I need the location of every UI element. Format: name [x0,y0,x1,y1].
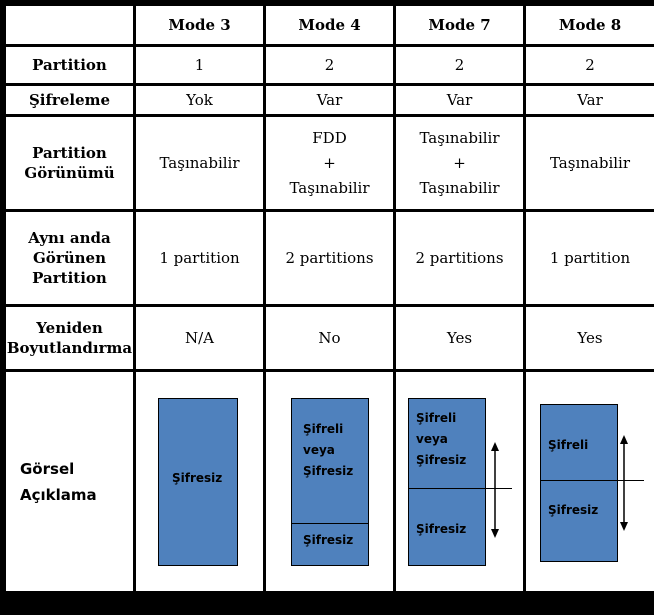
row-label-yeniden-line1: Yeniden [36,319,103,337]
sifreleme-mode-3: Yok [136,86,263,114]
resize-arrow-icon-mode-7 [491,442,499,538]
corner-cell [6,6,133,44]
row-yeniden: Yeniden Boyutlandırma N/A No Yes Yes [6,307,654,369]
gorunum-mode-4-line1: FDD [312,128,347,147]
gorunum-mode-8: Taşınabilir [526,117,654,209]
yeniden-mode-4: No [266,307,393,369]
partition-mode-3: 1 [136,47,263,83]
ayni-anda-mode-3: 1 partition [136,212,263,304]
sifreleme-mode-8: Var [526,86,654,114]
sifreleme-mode-4: Var [266,86,393,114]
gorsel-mode-3: Şifresiz [136,372,263,591]
row-label-gorsel: Görsel Açıklama [6,372,133,591]
row-label-gorsel-line1: Görsel [20,459,75,478]
top-segment-line1-mode-4: Şifreli [303,422,344,436]
row-gorunum: Partition Görünümü Taşınabilir FDD + Taş… [6,117,654,209]
row-label-gorunum-line2: Görünümü [24,164,115,182]
top-segment-label-mode-4: Şifreli veya Şifresiz [303,419,353,482]
yeniden-mode-8: Yes [526,307,654,369]
header-mode-3: Mode 3 [136,6,263,44]
row-ayni-anda: Aynı anda Görünen Partition 1 partition … [6,212,654,304]
partition-divider-mode-4 [291,523,369,524]
header-mode-8: Mode 8 [526,6,654,44]
gorunum-mode-7-line3: Taşınabilir [419,178,500,197]
partition-label-mode-3: Şifresiz [172,471,223,485]
partition-divider-mode-8 [540,480,644,481]
row-label-yeniden-line2: Boyutlandırma [6,339,133,357]
yeniden-mode-3: N/A [136,307,263,369]
row-gorsel: Görsel Açıklama Şifresiz Şifreli veya Şi… [6,372,654,591]
top-segment-line3-mode-4: Şifresiz [303,464,354,478]
resize-arrow-icon-mode-8 [620,435,628,531]
header-mode-7: Mode 7 [396,6,523,44]
row-label-partition: Partition [6,47,133,83]
gorsel-mode-4: Şifreli veya Şifresiz Şifresiz [266,372,393,591]
row-label-gorsel-line2: Açıklama [20,485,97,504]
top-segment-label-mode-7: Şifreli veya Şifresiz [416,408,466,471]
diagram-mode-4: Şifreli veya Şifresiz Şifresiz [266,372,393,591]
row-label-ayni-anda-line1: Aynı anda [28,229,111,247]
bottom-segment-label-mode-8: Şifresiz [548,503,599,517]
gorunum-mode-4-line2: + [323,153,336,172]
ayni-anda-mode-8: 1 partition [526,212,654,304]
partition-mode-8: 2 [526,47,654,83]
gorunum-mode-3: Taşınabilir [136,117,263,209]
partition-box-mode-3 [158,398,238,566]
top-segment-label-mode-8: Şifreli [548,438,589,452]
row-partition: Partition 1 2 2 2 [6,47,654,83]
ayni-anda-mode-7: 2 partitions [396,212,523,304]
partition-box-mode-7 [408,398,486,566]
sifreleme-mode-7: Var [396,86,523,114]
gorunum-mode-7: Taşınabilir + Taşınabilir [396,117,523,209]
gorunum-mode-4-line3: Taşınabilir [289,178,370,197]
row-label-gorunum-line1: Partition [32,144,107,162]
yeniden-mode-7: Yes [396,307,523,369]
ayni-anda-mode-4: 2 partitions [266,212,393,304]
bottom-segment-label-mode-7: Şifresiz [416,522,467,536]
gorsel-mode-7: Şifreli veya Şifresiz Şifresiz [396,372,523,591]
partition-mode-4: 2 [266,47,393,83]
gorunum-mode-7-line1: Taşınabilir [419,128,500,147]
gorunum-mode-4: FDD + Taşınabilir [266,117,393,209]
row-label-ayni-anda: Aynı anda Görünen Partition [6,212,133,304]
gorunum-mode-7-line2: + [453,153,466,172]
partition-box-mode-8 [540,404,618,562]
partition-mode-7: 2 [396,47,523,83]
row-label-yeniden: Yeniden Boyutlandırma [6,307,133,369]
top-segment-line1-mode-7: Şifreli [416,411,457,425]
row-label-ayni-anda-line2: Görünen [33,249,106,267]
row-sifreleme: Şifreleme Yok Var Var Var [6,86,654,114]
top-segment-line2-mode-7: veya [416,432,448,446]
header-row: Mode 3 Mode 4 Mode 7 Mode 8 [6,6,654,44]
row-label-sifreleme: Şifreleme [6,86,133,114]
diagram-mode-3: Şifresiz [136,372,263,591]
header-mode-4: Mode 4 [266,6,393,44]
top-segment-line3-mode-7: Şifresiz [416,453,467,467]
mode-comparison-table: Mode 3 Mode 4 Mode 7 Mode 8 Partition 1 … [3,3,654,594]
diagram-mode-8: Şifreli Şifresiz [526,372,654,591]
row-label-ayni-anda-line3: Partition [32,269,107,287]
row-label-gorunum: Partition Görünümü [6,117,133,209]
gorsel-mode-8: Şifreli Şifresiz [526,372,654,591]
top-segment-line2-mode-4: veya [303,443,335,457]
diagram-mode-7: Şifreli veya Şifresiz Şifresiz [396,372,523,591]
partition-box-mode-4 [291,398,369,566]
partition-divider-mode-7 [408,488,512,489]
bottom-segment-label-mode-4: Şifresiz [303,533,354,547]
